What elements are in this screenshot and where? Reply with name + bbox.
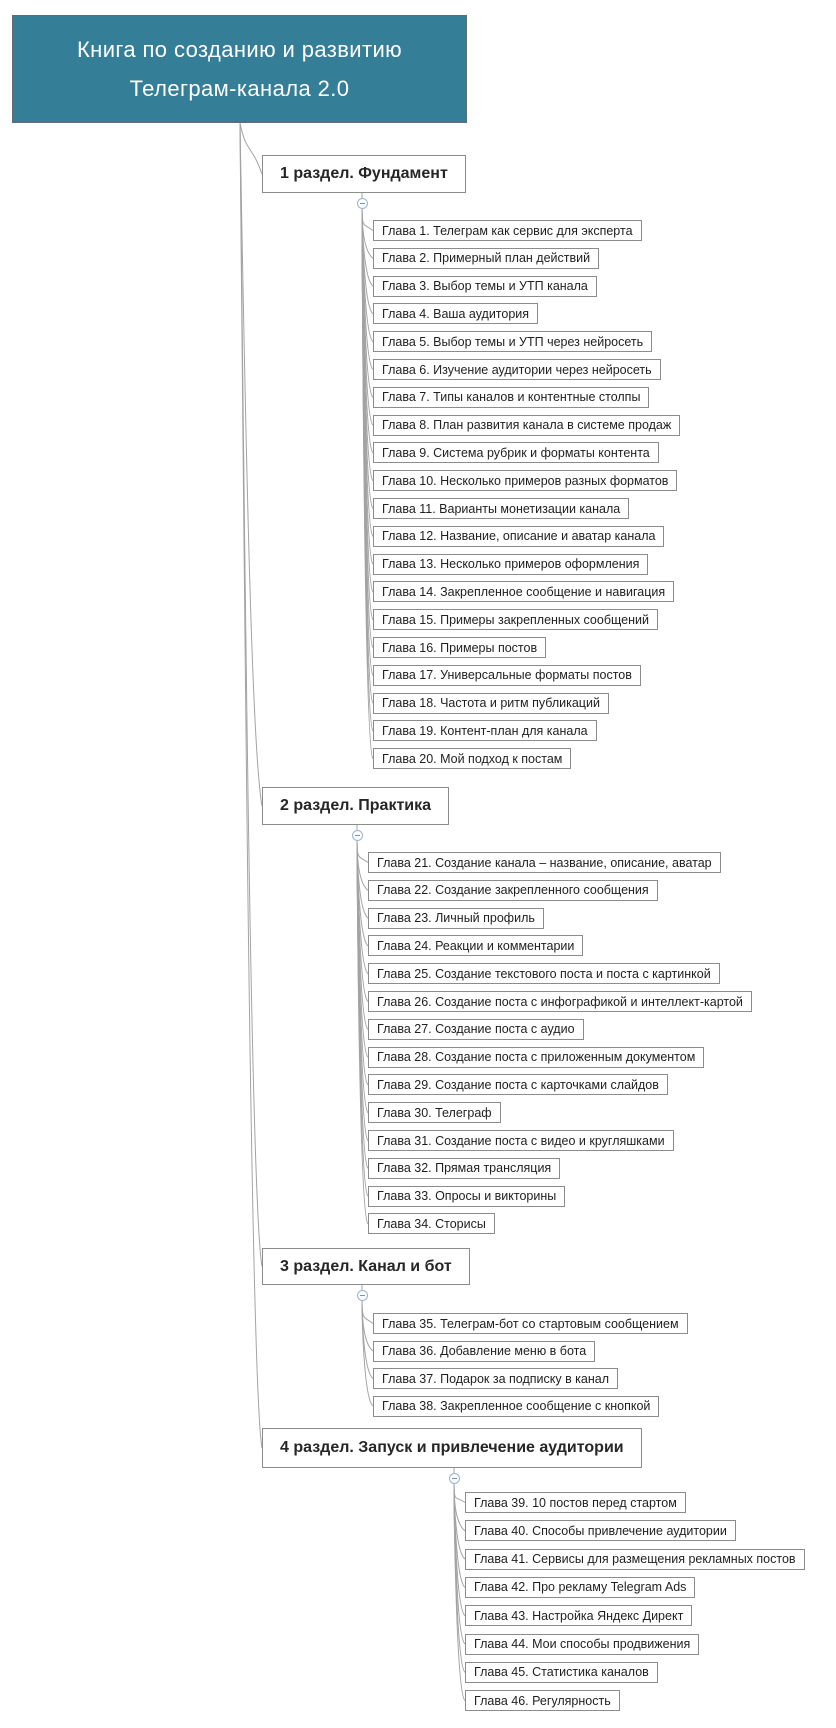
minus-circle-icon[interactable] (356, 1289, 368, 1301)
chapter-node[interactable]: Глава 12. Название, описание и аватар ка… (373, 525, 665, 547)
chapter-node[interactable]: Глава 39. 10 постов перед стартом (465, 1492, 686, 1513)
chapter-node[interactable]: Глава 19. Контент-план для канала (373, 720, 597, 742)
minus-circle-icon[interactable] (448, 1472, 460, 1484)
chapter-node[interactable]: Глава 6. Изучение аудитории через нейрос… (373, 359, 661, 380)
chapter-node[interactable]: Глава 46. Регулярность (465, 1690, 620, 1712)
section-node[interactable]: 2 раздел. Практика (262, 787, 450, 825)
chapter-node[interactable]: Глава 23. Личный профиль (368, 907, 544, 929)
chapter-node[interactable]: Глава 43. Настройка Яндекс Директ (465, 1605, 693, 1627)
chapter-node[interactable]: Глава 10. Несколько примеров разных форм… (373, 470, 678, 492)
connector-path (453, 1481, 466, 1701)
chapter-node[interactable]: Глава 18. Частота и ритм публикаций (373, 692, 609, 714)
connector-path (361, 206, 374, 231)
chapter-node[interactable]: Глава 4. Ваша аудитория (373, 303, 539, 325)
chapter-node[interactable]: Глава 9. Система рубрик и форматы контен… (373, 442, 659, 464)
section-node[interactable]: 3 раздел. Канал и бот (262, 1248, 470, 1285)
root-topic-title-line1: Книга по созданию и развитию (76, 37, 403, 62)
connector-path (356, 838, 369, 1225)
chapter-node[interactable]: Глава 14. Закрепленное сообщение и навиг… (373, 581, 675, 603)
connector-path (361, 206, 374, 760)
chapter-node[interactable]: Глава 20. Мой подход к постам (373, 748, 572, 770)
chapter-node[interactable]: Глава 44. Мои способы продвижения (465, 1633, 700, 1655)
chapter-node[interactable]: Глава 11. Варианты монетизации канала (373, 498, 630, 519)
minus-circle-icon[interactable] (356, 197, 368, 209)
chapter-node[interactable]: Глава 45. Статистика каналов (465, 1661, 658, 1683)
chapter-node[interactable]: Глава 7. Типы каналов и контентные столп… (373, 386, 650, 408)
connector-path (239, 122, 263, 1449)
chapter-node[interactable]: Глава 30. Телеграф (368, 1102, 501, 1124)
chapter-node[interactable]: Глава 16. Примеры постов (373, 637, 547, 658)
chapter-node[interactable]: Глава 38. Закрепленное сообщение с кнопк… (373, 1395, 660, 1417)
chapter-node[interactable]: Глава 13. Несколько примеров оформления (373, 553, 649, 575)
chapter-node[interactable]: Глава 32. Прямая трансляция (368, 1157, 561, 1179)
chapter-node[interactable]: Глава 41. Сервисы для размещения рекламн… (465, 1548, 805, 1570)
chapter-node[interactable]: Глава 5. Выбор темы и УТП через нейросет… (373, 331, 653, 353)
chapter-node[interactable]: Глава 35. Телеграм-бот со стартовым сооб… (373, 1313, 688, 1334)
chapter-node[interactable]: Глава 29. Создание поста с карточками сл… (368, 1074, 668, 1096)
chapter-node[interactable]: Глава 33. Опросы и викторины (368, 1185, 566, 1207)
section-node[interactable]: 4 раздел. Запуск и привлечение аудитории (262, 1428, 642, 1468)
chapter-node[interactable]: Глава 2. Примерный план действий (373, 247, 600, 269)
chapter-node[interactable]: Глава 28. Создание поста с приложенным д… (368, 1046, 705, 1068)
connector-path (361, 1298, 374, 1407)
chapter-node[interactable]: Глава 26. Создание поста с инфографикой … (368, 991, 752, 1012)
connector-path (453, 1481, 466, 1503)
chapter-node[interactable]: Глава 24. Реакции и комментарии (368, 935, 584, 957)
chapter-node[interactable]: Глава 25. Создание текстового поста и по… (368, 963, 720, 985)
chapter-node[interactable]: Глава 1. Телеграм как сервис для эксперт… (373, 220, 642, 241)
chapter-node[interactable]: Глава 34. Сторисы (368, 1213, 495, 1235)
chapter-node[interactable]: Глава 40. Способы привлечение аудитории (465, 1520, 736, 1542)
chapter-node[interactable]: Глава 17. Универсальные форматы постов (373, 664, 641, 686)
connector-path (361, 1298, 374, 1324)
chapter-node[interactable]: Глава 37. Подарок за подписку в канал (373, 1368, 619, 1389)
connector-path (361, 1298, 374, 1379)
chapter-node[interactable]: Глава 3. Выбор темы и УТП канала (373, 275, 597, 297)
chapter-node[interactable]: Глава 36. Добавление меню в бота (373, 1340, 596, 1362)
minus-circle-icon[interactable] (351, 829, 363, 841)
connector-path (356, 838, 369, 863)
connector-path (239, 122, 263, 175)
chapter-node[interactable]: Глава 27. Создание поста с аудио (368, 1018, 584, 1040)
chapter-node[interactable]: Глава 31. Создание поста с видео и кругл… (368, 1130, 674, 1151)
root-topic[interactable]: Книга по созданию и развитию Телеграм-ка… (12, 15, 467, 123)
connector-path (239, 122, 263, 807)
root-topic-title-line2: Телеграм-канала 2.0 (129, 76, 350, 101)
section-node[interactable]: 1 раздел. Фундамент (262, 155, 466, 193)
chapter-node[interactable]: Глава 21. Создание канала – название, оп… (368, 852, 721, 873)
chapter-node[interactable]: Глава 15. Примеры закрепленных сообщений (373, 609, 658, 631)
chapter-node[interactable]: Глава 8. План развития канала в системе … (373, 414, 681, 436)
chapter-node[interactable]: Глава 22. Создание закрепленного сообщен… (368, 879, 658, 901)
chapter-node[interactable]: Глава 42. Про рекламу Telegram Ads (465, 1576, 696, 1598)
